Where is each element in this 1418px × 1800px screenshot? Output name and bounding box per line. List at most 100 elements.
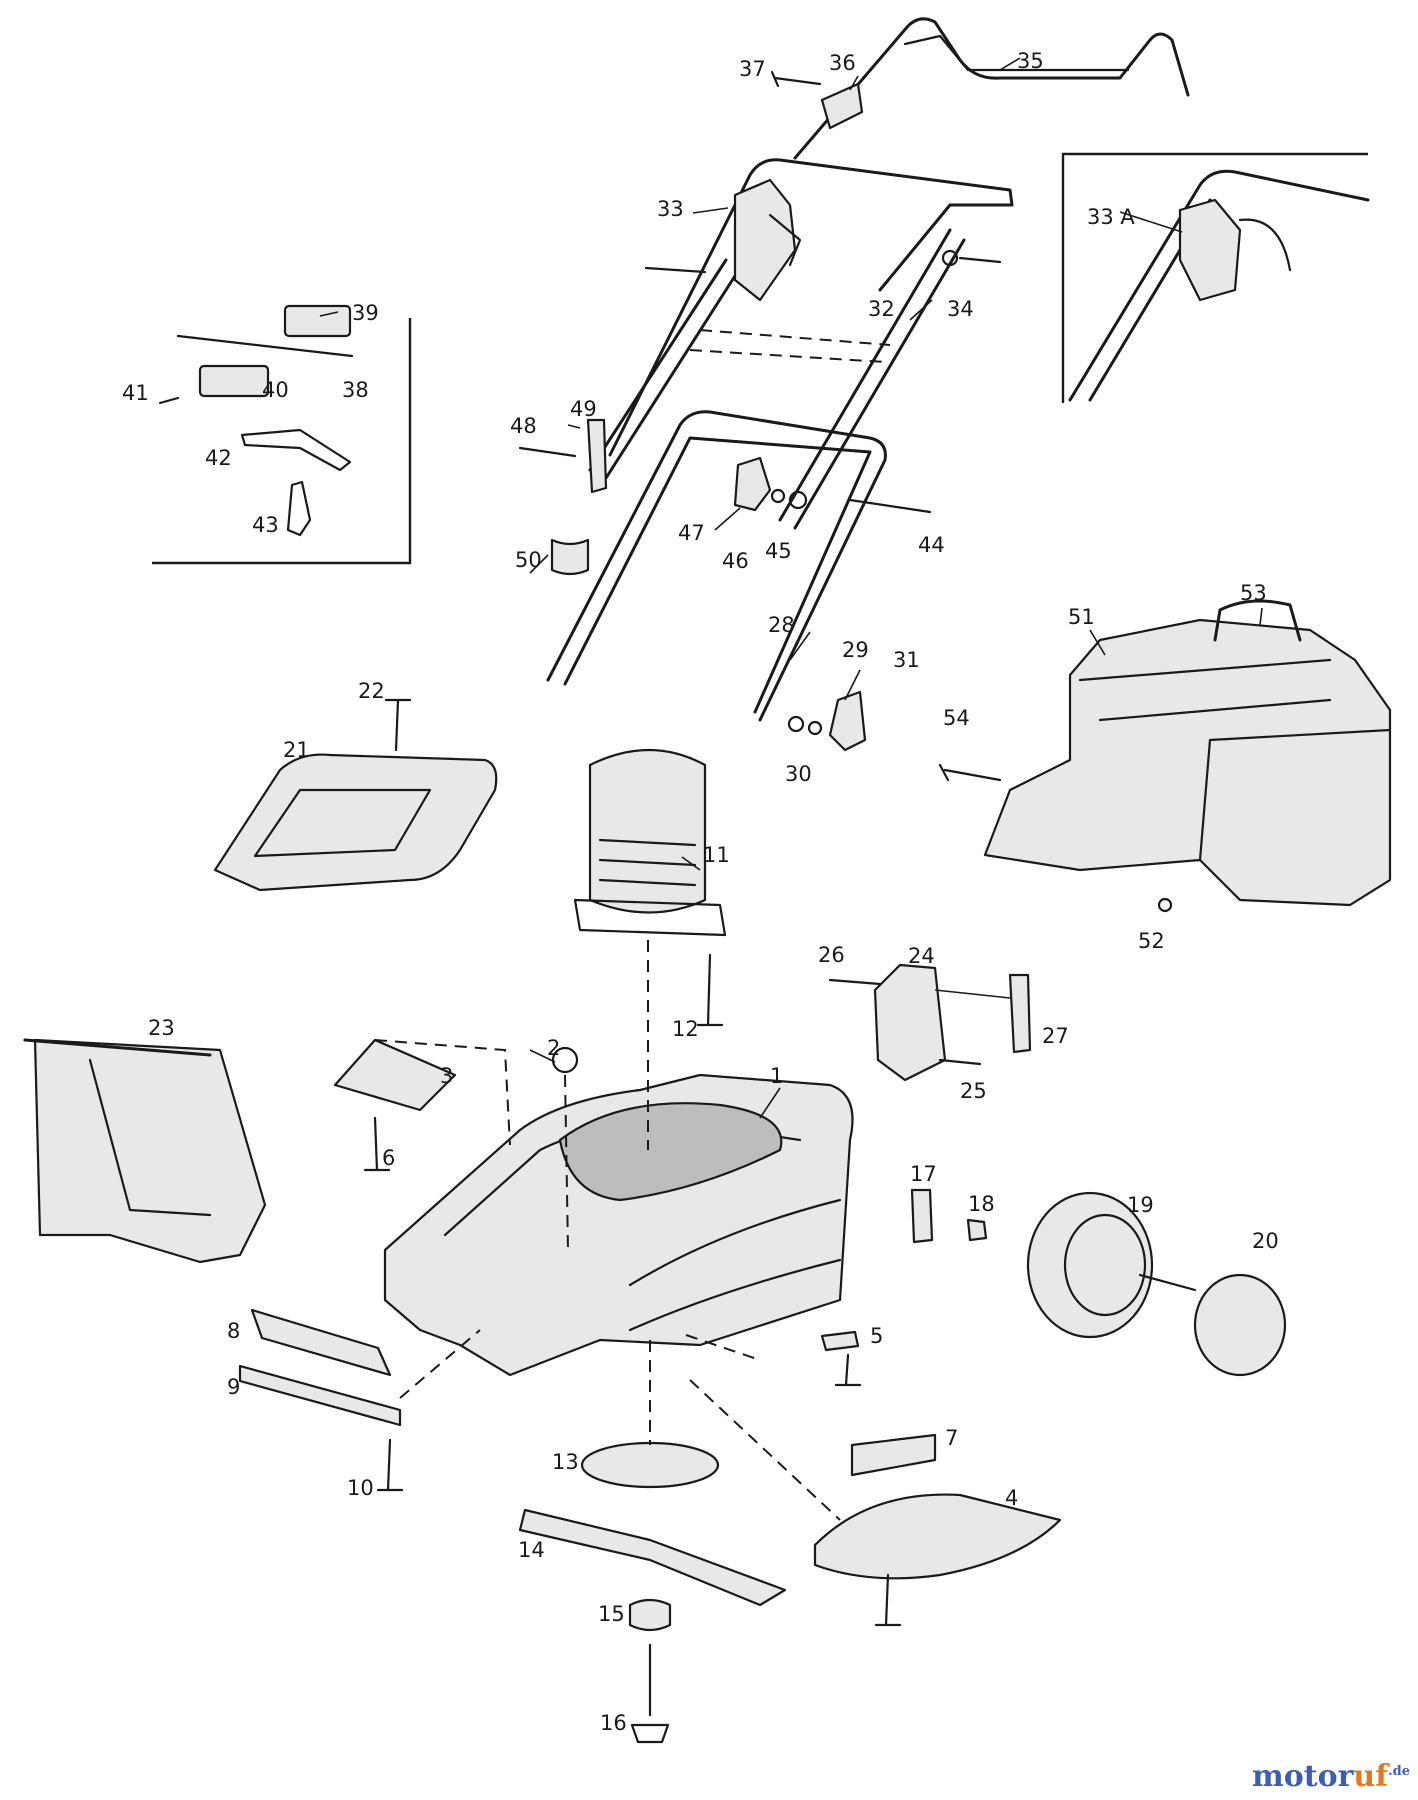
- plate-3: [333, 1038, 457, 1112]
- screw-22: [384, 698, 412, 752]
- part-label: 34: [947, 297, 974, 321]
- part-label: 1: [770, 1064, 783, 1088]
- part-label: 2: [547, 1036, 560, 1060]
- part-label: 26: [818, 943, 845, 967]
- bolt-35-right: [958, 256, 1002, 264]
- part-label: 21: [283, 738, 310, 762]
- clip-41: [198, 364, 270, 398]
- part-label: 27: [1042, 1024, 1069, 1048]
- wheel-cap-20: [1193, 1273, 1287, 1377]
- deflector-7: [850, 1433, 937, 1477]
- main-handle-left-leg: [588, 258, 742, 480]
- motor-11: [588, 748, 707, 914]
- part-label: 12: [672, 1017, 699, 1041]
- part-label: 19: [1127, 1193, 1154, 1217]
- part-label: 14: [518, 1538, 545, 1562]
- part-label: 28: [768, 613, 795, 637]
- leader-lines: [319, 57, 1263, 1119]
- cam-50: [586, 418, 608, 494]
- part-label: 40: [262, 378, 289, 402]
- part-label: 32: [868, 297, 895, 321]
- cap-2: [551, 1046, 579, 1074]
- part-label: 20: [1252, 1229, 1279, 1253]
- part-label: 44: [918, 533, 945, 557]
- bar-8: [250, 1308, 392, 1377]
- bolt-38: [770, 70, 822, 88]
- rear-flap-23-inner: [88, 1058, 212, 1217]
- bolt-45: [848, 498, 932, 514]
- part-label: 17: [910, 1162, 937, 1186]
- part-label: 7: [945, 1426, 958, 1450]
- dash-blade-axis: [649, 1334, 841, 1521]
- dash-8-9: [399, 1329, 481, 1399]
- grass-catcher-top: [1078, 658, 1392, 862]
- guard-4: [813, 1493, 1062, 1580]
- part-label: 46: [722, 549, 749, 573]
- strip-9: [238, 1364, 402, 1427]
- part-label: 48: [510, 414, 537, 438]
- handle-crossbar-dashed: [689, 329, 891, 363]
- part-label: 43: [252, 513, 279, 537]
- screw-10: [376, 1438, 404, 1492]
- cover-21-window: [253, 788, 432, 858]
- clip-40: [283, 304, 352, 338]
- clip-5: [820, 1330, 860, 1352]
- part-label: 9: [227, 1375, 240, 1399]
- brand-part2: uf: [1353, 1759, 1389, 1794]
- part-label: 54: [943, 706, 970, 730]
- catcher-handle-54: [1213, 599, 1302, 642]
- part-label: 51: [1068, 605, 1095, 629]
- part-label: 11: [703, 843, 730, 867]
- part-label: 49: [570, 397, 597, 421]
- rear-flap-23-rod: [23, 1038, 212, 1057]
- part-label: 3: [440, 1064, 453, 1088]
- bracket-43: [240, 428, 352, 472]
- main-handle-frame: [608, 158, 1014, 457]
- washer-46: [788, 490, 808, 510]
- upper-handle-bar: [793, 17, 1190, 160]
- handle-clamp-37: [820, 82, 864, 130]
- deck-1-opening: [558, 1102, 783, 1202]
- inset-switch-33A: [1178, 198, 1242, 302]
- inset-frame-switch-detail: [1061, 152, 1368, 403]
- part-label: 22: [358, 679, 385, 703]
- part-label: 15: [598, 1602, 625, 1626]
- brand-watermark: motoruf.de: [1252, 1759, 1410, 1794]
- part-label: 8: [227, 1319, 240, 1343]
- washer-30: [807, 720, 823, 736]
- motor-11-stripes: [598, 838, 697, 887]
- screw-42: [158, 396, 180, 405]
- lower-handle-frame: [546, 410, 887, 722]
- bolt-25: [938, 1058, 982, 1066]
- part-label: 6: [382, 1146, 395, 1170]
- screw-6-mid: [834, 1353, 862, 1387]
- nut-18: [966, 1218, 988, 1242]
- part-label: 30: [785, 762, 812, 786]
- cover-21: [213, 753, 498, 892]
- pin-27: [1008, 973, 1032, 1054]
- knob-48: [733, 456, 772, 512]
- part-label: 50: [515, 548, 542, 572]
- upper-handle-bar-inner: [903, 34, 1130, 72]
- part-label: 45: [765, 539, 792, 563]
- height-adjuster-24: [873, 963, 947, 1082]
- part-label: 4: [1005, 1486, 1018, 1510]
- dash-3-deck: [374, 1039, 511, 1146]
- rear-flap-23: [33, 1038, 267, 1264]
- part-label: 53: [1240, 581, 1267, 605]
- part-label: 42: [205, 446, 232, 470]
- bolt-26: [828, 978, 882, 986]
- switch-box-33: [733, 178, 797, 302]
- rivet-53: [1157, 897, 1173, 913]
- bolt-35-left: [644, 266, 707, 274]
- inset-frame-handle-parts: [152, 318, 412, 565]
- part-label: 41: [122, 381, 149, 405]
- bolt-49: [518, 446, 577, 458]
- fan-13: [580, 1441, 720, 1489]
- part-label: 47: [678, 521, 705, 545]
- part-label: 18: [968, 1192, 995, 1216]
- main-handle-right-leg: [778, 228, 966, 530]
- part-label: 36: [829, 51, 856, 75]
- screw-6-bottom: [874, 1573, 902, 1627]
